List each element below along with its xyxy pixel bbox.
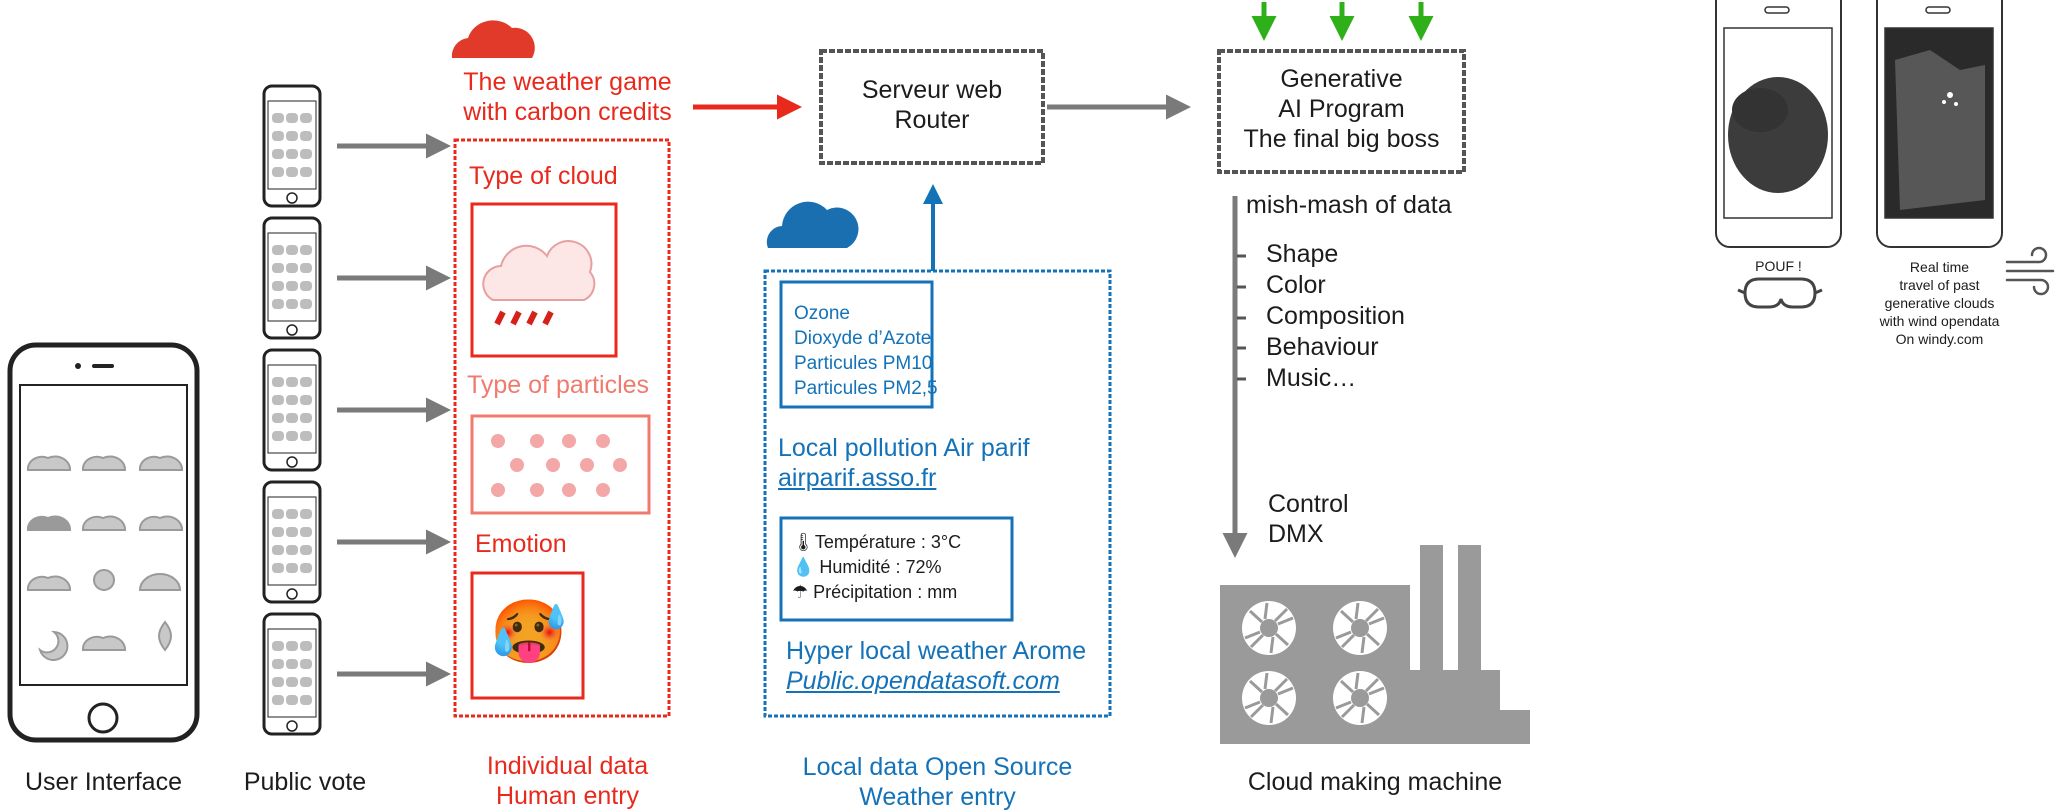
individual-data-line-2: Human entry <box>495 782 640 810</box>
pouf-phone <box>1715 0 1842 248</box>
thermometer-icon: 🌡 <box>792 532 815 552</box>
weather-item-text: Humidité : 72% <box>819 557 942 577</box>
opendata-box <box>763 269 1112 718</box>
data-list-item: Behaviour <box>1266 333 1379 361</box>
data-list-item: Music… <box>1266 364 1357 392</box>
input-green-arrows <box>1251 2 1434 41</box>
pollution-items-frame <box>779 280 934 409</box>
pollution-item: Ozone <box>794 303 850 324</box>
weather-item: 🌡Température : 3°C <box>792 530 961 555</box>
windy-caption-line: with wind opendata <box>1879 313 2000 329</box>
human-entry-box <box>453 138 671 718</box>
emotion-frame <box>470 571 585 700</box>
type-of-cloud-label: Type of cloud <box>469 162 618 190</box>
vote-phone <box>262 84 322 208</box>
data-list-item: Composition <box>1266 302 1405 330</box>
weather-game-line-1: The weather game <box>463 68 672 96</box>
user-interface-label: User Interface <box>24 768 182 796</box>
red-cloud-icon <box>451 20 535 58</box>
individual-data-line-1: Individual data <box>486 752 649 780</box>
pollution-item: Particules PM2,5 <box>794 378 938 399</box>
umbrella-icon: ☂ <box>792 582 814 602</box>
data-list-bullets <box>1237 254 1246 381</box>
vr-goggles-icon <box>1737 277 1823 309</box>
particles-frame <box>470 414 651 515</box>
pollution-title: Local pollution Air parif <box>778 434 1030 462</box>
local-data-caption: Local data Open Source Weather entry <box>765 752 1110 812</box>
weather-game-line-2: with carbon credits <box>463 98 672 126</box>
vote-arrows <box>337 133 451 687</box>
local-data-line-1: Local data Open Source <box>802 753 1073 781</box>
weather-icon-grid <box>26 455 184 661</box>
windy-caption: Real time travel of past generative clou… <box>1862 258 2017 348</box>
weather-items: 🌡Température : 3°C 💧 Humidité : 72% ☂ Pr… <box>792 530 961 605</box>
weather-items-frame <box>779 516 1014 622</box>
pollution-item: Particules PM10 <box>794 353 933 374</box>
pollution-items: Ozone Dioxyde d’Azote Particules PM10 Pa… <box>794 301 938 401</box>
windy-caption-line: Real time <box>1909 259 1970 275</box>
server-line-1: Serveur web <box>861 76 1003 104</box>
server-line-2: Router <box>894 106 970 134</box>
weather-item-text: Précipitation : mm <box>813 582 958 602</box>
data-list-item: Shape <box>1266 240 1339 268</box>
ai-program-box <box>1217 49 1466 174</box>
control-line-1: Control <box>1268 490 1349 518</box>
cloud-machine-caption: Cloud making machine <box>1247 768 1503 796</box>
data-list: Shape Color Composition Behaviour Music… <box>1266 239 1405 394</box>
opendatasoft-link[interactable]: Public.opendatasoft.com <box>786 667 1060 695</box>
ai-line-3: The final big boss <box>1243 125 1440 153</box>
public-vote-label: Public vote <box>243 768 367 796</box>
cloud-image-frame <box>470 202 618 358</box>
rain-cloud-icon <box>482 240 596 326</box>
factory-icon <box>1220 545 1530 744</box>
ai-line-1: Generative <box>1280 65 1403 93</box>
hot-face-emoji: 🥵 <box>490 598 568 667</box>
weather-game-title: The weather game with carbon credits <box>440 67 695 127</box>
type-of-particles-label: Type of particles <box>467 371 650 399</box>
windy-caption-line: On windy.com <box>1895 331 1984 347</box>
weather-item-text: Température : 3°C <box>814 532 962 552</box>
data-list-item: Color <box>1266 271 1326 299</box>
ai-line-2: AI Program <box>1278 95 1405 123</box>
airparif-link[interactable]: airparif.asso.fr <box>778 464 937 492</box>
windy-phone <box>1876 0 2003 248</box>
weather-item: 💧 Humidité : 72% <box>792 555 961 580</box>
server-box <box>819 49 1045 165</box>
emotion-label: Emotion <box>475 530 567 558</box>
blue-cloud-icon <box>766 201 859 248</box>
pollution-item: Dioxyde d’Azote <box>794 328 932 349</box>
server-box-label: Serveur web Router <box>821 75 1043 135</box>
weather-title: Hyper local weather Arome <box>786 637 1087 665</box>
data-list-title: mish-mash of data <box>1246 191 1452 219</box>
control-line-2: DMX <box>1268 520 1324 548</box>
windy-caption-line: generative clouds <box>1884 295 1995 311</box>
local-data-line-2: Weather entry <box>859 783 1016 811</box>
individual-data-caption: Individual data Human entry <box>440 751 695 811</box>
drop-icon: 💧 <box>792 557 820 577</box>
weather-item: ☂ Précipitation : mm <box>792 580 961 605</box>
wind-icon <box>2005 246 2055 296</box>
windy-caption-line: travel of past <box>1899 277 1980 293</box>
particles-dots <box>491 434 627 497</box>
user-interface-phone <box>7 342 200 743</box>
public-vote-phones <box>262 84 322 734</box>
ai-box-label: Generative AI Program The final big boss <box>1219 64 1464 154</box>
pouf-caption: POUF ! <box>1755 258 1802 274</box>
control-label: Control DMX <box>1268 489 1349 549</box>
